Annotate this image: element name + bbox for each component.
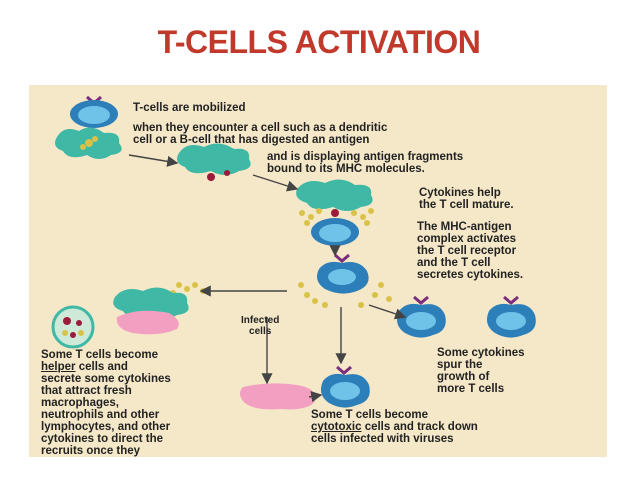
label-cytotoxic-cells: Some T cells become cytotoxic cells and … bbox=[311, 409, 478, 445]
cytotoxic-t-cell bbox=[321, 365, 370, 408]
label-encounter: when they encounter a cell such as a den… bbox=[133, 122, 388, 146]
label-helper-cells: Some T cells become helper cells and sec… bbox=[41, 349, 171, 457]
dendritic-cell-with-antigen bbox=[55, 127, 122, 159]
dendritic-cell-engaging-t-cell bbox=[296, 179, 374, 246]
macrophage bbox=[51, 305, 95, 349]
slide-title: T-CELLS ACTIVATION bbox=[157, 24, 481, 60]
helper-rest: cells and secrete some cytokines that at… bbox=[41, 361, 171, 457]
flow-arrows bbox=[128, 154, 407, 403]
dendritic-cell-displaying-mhc bbox=[177, 143, 251, 181]
infected-cell bbox=[240, 383, 316, 410]
activated-t-cell bbox=[298, 253, 392, 308]
helper-interaction-cells bbox=[113, 282, 206, 335]
label-displaying: and is displaying antigen fragments boun… bbox=[267, 151, 464, 175]
helper-word: helper bbox=[41, 361, 76, 373]
proliferating-t-cell-1 bbox=[397, 295, 446, 338]
mobilized-t-cell bbox=[70, 95, 118, 128]
cytotoxic-rest: cells and track down cells infected with… bbox=[311, 421, 478, 445]
proliferating-t-cell-2 bbox=[487, 295, 536, 338]
t-cell-activation-diagram bbox=[51, 95, 536, 410]
label-mhc-complex: The MHC-antigen complex activates the T … bbox=[417, 221, 524, 281]
cytokine-dots-cluster-2 bbox=[298, 282, 392, 308]
cytotoxic-prefix: Some T cells become bbox=[311, 409, 428, 421]
label-cytokines-help: Cytokines help the T cell mature. bbox=[419, 187, 514, 211]
label-spur-growth: Some cytokines spur the growth of more T… bbox=[437, 347, 525, 395]
label-infected-cells: Infected cells bbox=[241, 315, 280, 337]
label-mobilized: T-cells are mobilized bbox=[133, 102, 246, 114]
diagram-panel: T-cells are mobilized when they encounte… bbox=[29, 85, 607, 457]
cytotoxic-word: cytotoxic bbox=[311, 421, 362, 433]
cytokine-dots-cluster-1 bbox=[299, 208, 374, 226]
helper-prefix: Some T cells become bbox=[41, 349, 158, 361]
